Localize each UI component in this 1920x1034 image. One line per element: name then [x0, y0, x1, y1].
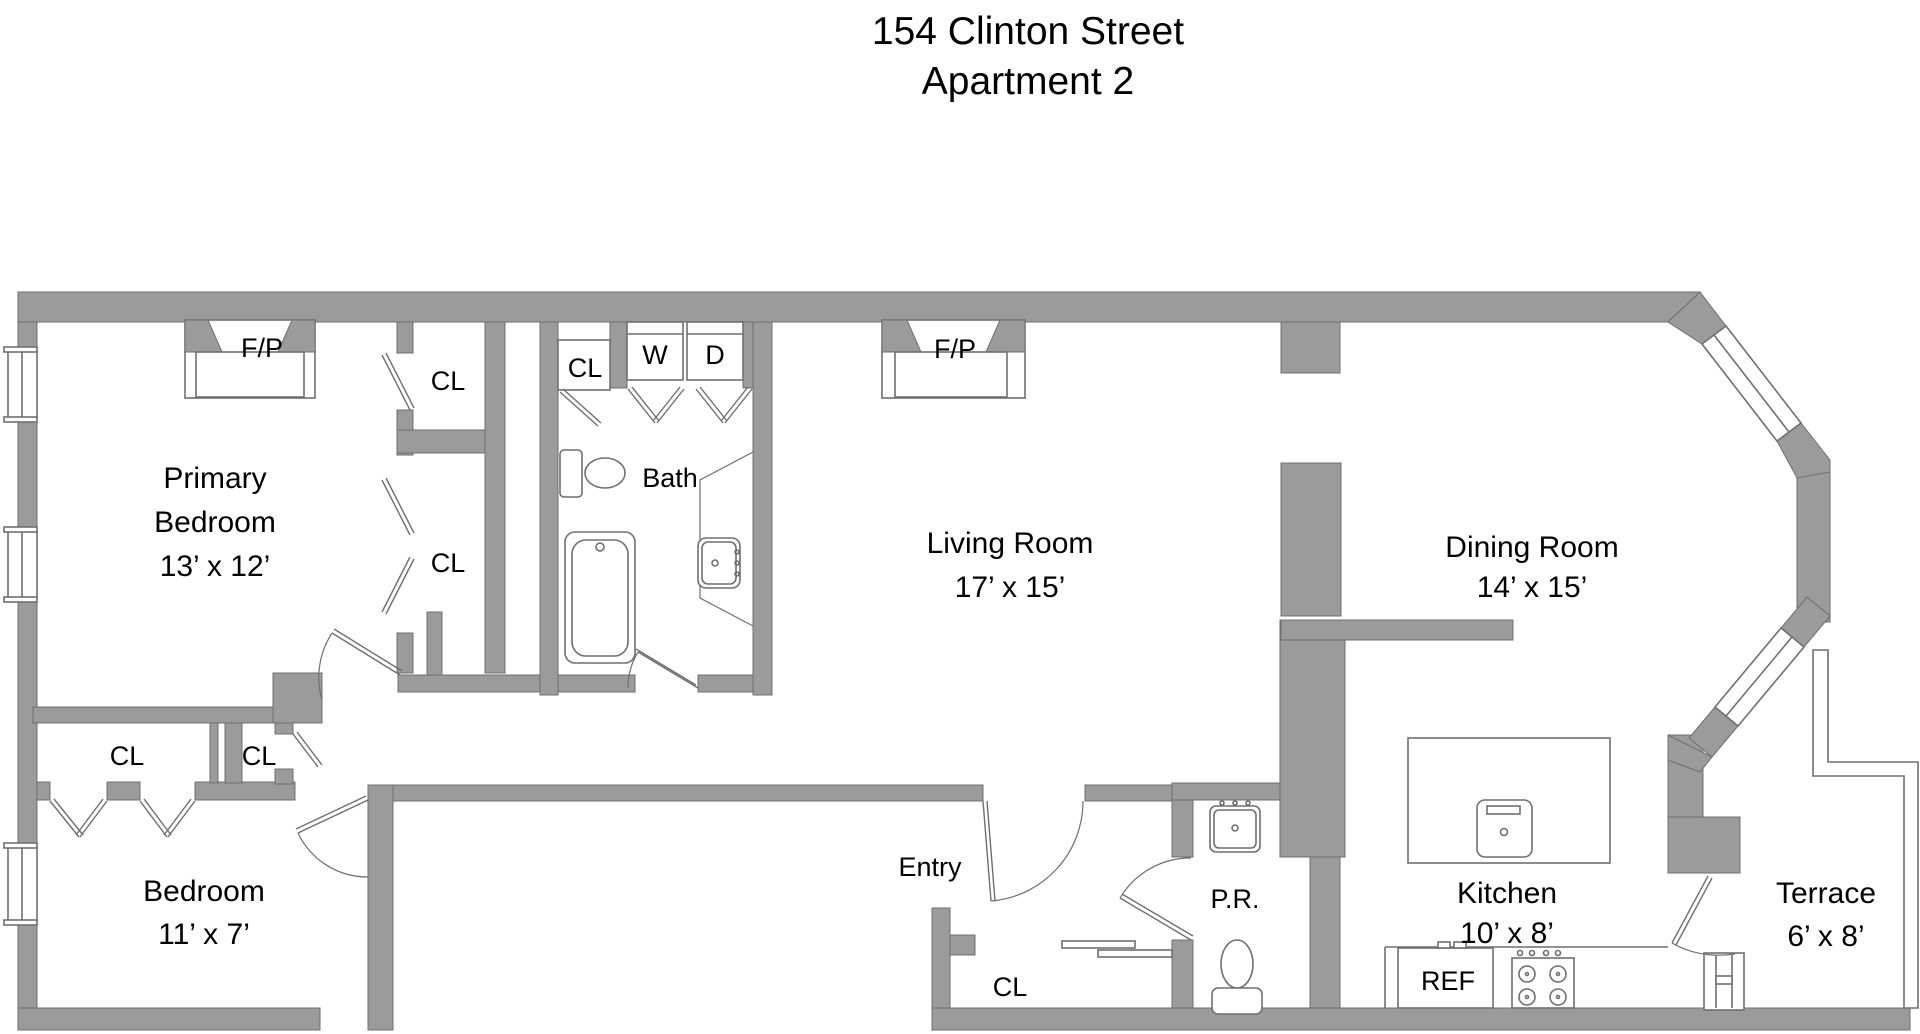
bathtub [564, 531, 636, 664]
wall-dining-east [1796, 459, 1831, 623]
washer-box [626, 321, 684, 381]
wall-closets-east [484, 321, 506, 674]
pr-toilet-bowl [1220, 939, 1254, 989]
window-primary-bedroom-2 [3, 526, 38, 603]
column-living-dining [1280, 462, 1342, 617]
closet-label-primary-lower: CL [431, 548, 466, 578]
terrace-label: Terrace [1776, 877, 1876, 910]
windows [3, 324, 1919, 1011]
labels: 154 Clinton Street Apartment 2 Primary B… [110, 10, 1876, 1002]
bedroom-closet-doors [49, 798, 196, 838]
entry-label: Entry [898, 852, 962, 882]
closet-label-hall-1: CL [110, 741, 145, 771]
closet-label-entry: CL [993, 972, 1028, 1002]
wall-bottom-right [931, 1007, 1911, 1031]
wall-bath-east [752, 321, 773, 696]
fireplace-living [881, 319, 1026, 399]
wall-hall-north [32, 706, 274, 724]
fireplace-label-primary: F/P [241, 333, 283, 363]
powder-room-fixtures [1209, 800, 1263, 1015]
fireplace-label-living: F/P [934, 334, 976, 364]
bath-sink-niche [699, 451, 754, 627]
powder-room-door [1119, 857, 1194, 941]
hall-closet-2-door [292, 731, 323, 768]
refrigerator [1397, 941, 1494, 1009]
dryer-label: D [705, 340, 725, 370]
fireplace-primary [184, 319, 316, 399]
bedroom-label: Bedroom [143, 875, 265, 908]
terrace-dims: 6’ x 8’ [1787, 920, 1864, 953]
bath-closet-door [559, 388, 602, 427]
refrigerator-label: REF [1421, 966, 1475, 996]
wall-stub-living-dining [1280, 321, 1341, 374]
window-kitchen-terrace [1703, 952, 1745, 1011]
washer-label: W [642, 340, 668, 370]
bathtub-inner [571, 539, 629, 657]
primary-bedroom-label-1: Primary [163, 462, 266, 495]
wall-hall-closet-divider [209, 722, 219, 784]
terrace-parapet [1812, 649, 1919, 1009]
stove [1511, 949, 1575, 1009]
kitchen-fixtures [1384, 737, 1668, 1009]
pr-sink-inner [1213, 809, 1257, 849]
wall-gallery-south [392, 784, 984, 802]
kitchen-sink-plate [1486, 805, 1521, 815]
wall-top [17, 291, 1702, 323]
wall-entry-west [931, 907, 951, 1009]
kitchen-label: Kitchen [1457, 877, 1557, 910]
closet-label-primary-upper: CL [431, 366, 466, 396]
entry-closet-sliding-door [1061, 940, 1173, 958]
wall-bottom-left [17, 1007, 321, 1031]
dining-room-label: Dining Room [1445, 531, 1618, 564]
doors [49, 352, 1736, 958]
dryer-box [686, 321, 744, 381]
bath-label: Bath [642, 463, 698, 493]
living-room-dims: 17’ x 15’ [955, 571, 1066, 604]
bedroom-dims: 11’ x 7’ [158, 918, 250, 951]
entry-door [982, 800, 1084, 902]
window-bedroom [3, 842, 38, 926]
washer-dryer-bifold-doors [627, 386, 753, 424]
bathtub-drain [595, 542, 605, 552]
bay-window-lower [1713, 626, 1806, 728]
primary-bedroom-door [318, 628, 403, 701]
bath-fixtures [559, 449, 754, 664]
page-title-line2: Apartment 2 [922, 60, 1134, 103]
pr-sink [1209, 805, 1261, 853]
wall-bath-west [539, 321, 559, 696]
powder-room-label: P.R. [1210, 884, 1259, 914]
living-room-label: Living Room [927, 527, 1094, 560]
bay-window-upper [1700, 324, 1803, 443]
wall-kitchen-north [1280, 619, 1514, 641]
hall-closet-box [557, 339, 611, 391]
primary-bedroom-label-2: Bedroom [154, 506, 276, 539]
bath-sink-inner [701, 541, 737, 585]
dining-room-dims: 14’ x 15’ [1477, 571, 1588, 604]
toilet-bowl [584, 457, 626, 489]
wall-bedroom-east [367, 784, 394, 1031]
primary-bedroom-dims: 13’ x 12’ [160, 550, 271, 583]
walls [17, 291, 1911, 1031]
window-primary-bedroom-1 [3, 346, 38, 423]
closet-label-bath: CL [568, 353, 603, 383]
pr-toilet-tank [1211, 987, 1263, 1015]
kitchen-terrace-door [1671, 875, 1736, 956]
kitchen-dims: 10’ x 8’ [1460, 917, 1554, 950]
wall-bath-south-1 [397, 674, 636, 693]
bath-sink [697, 537, 741, 589]
primary-closet-doors [381, 352, 415, 615]
wall-pr-north [1171, 782, 1281, 801]
toilet-tank [559, 449, 583, 498]
page-title-line1: 154 Clinton Street [872, 10, 1184, 53]
bedroom-door [295, 795, 369, 878]
closet-label-hall-2: CL [242, 741, 277, 771]
bath-door [627, 648, 699, 689]
